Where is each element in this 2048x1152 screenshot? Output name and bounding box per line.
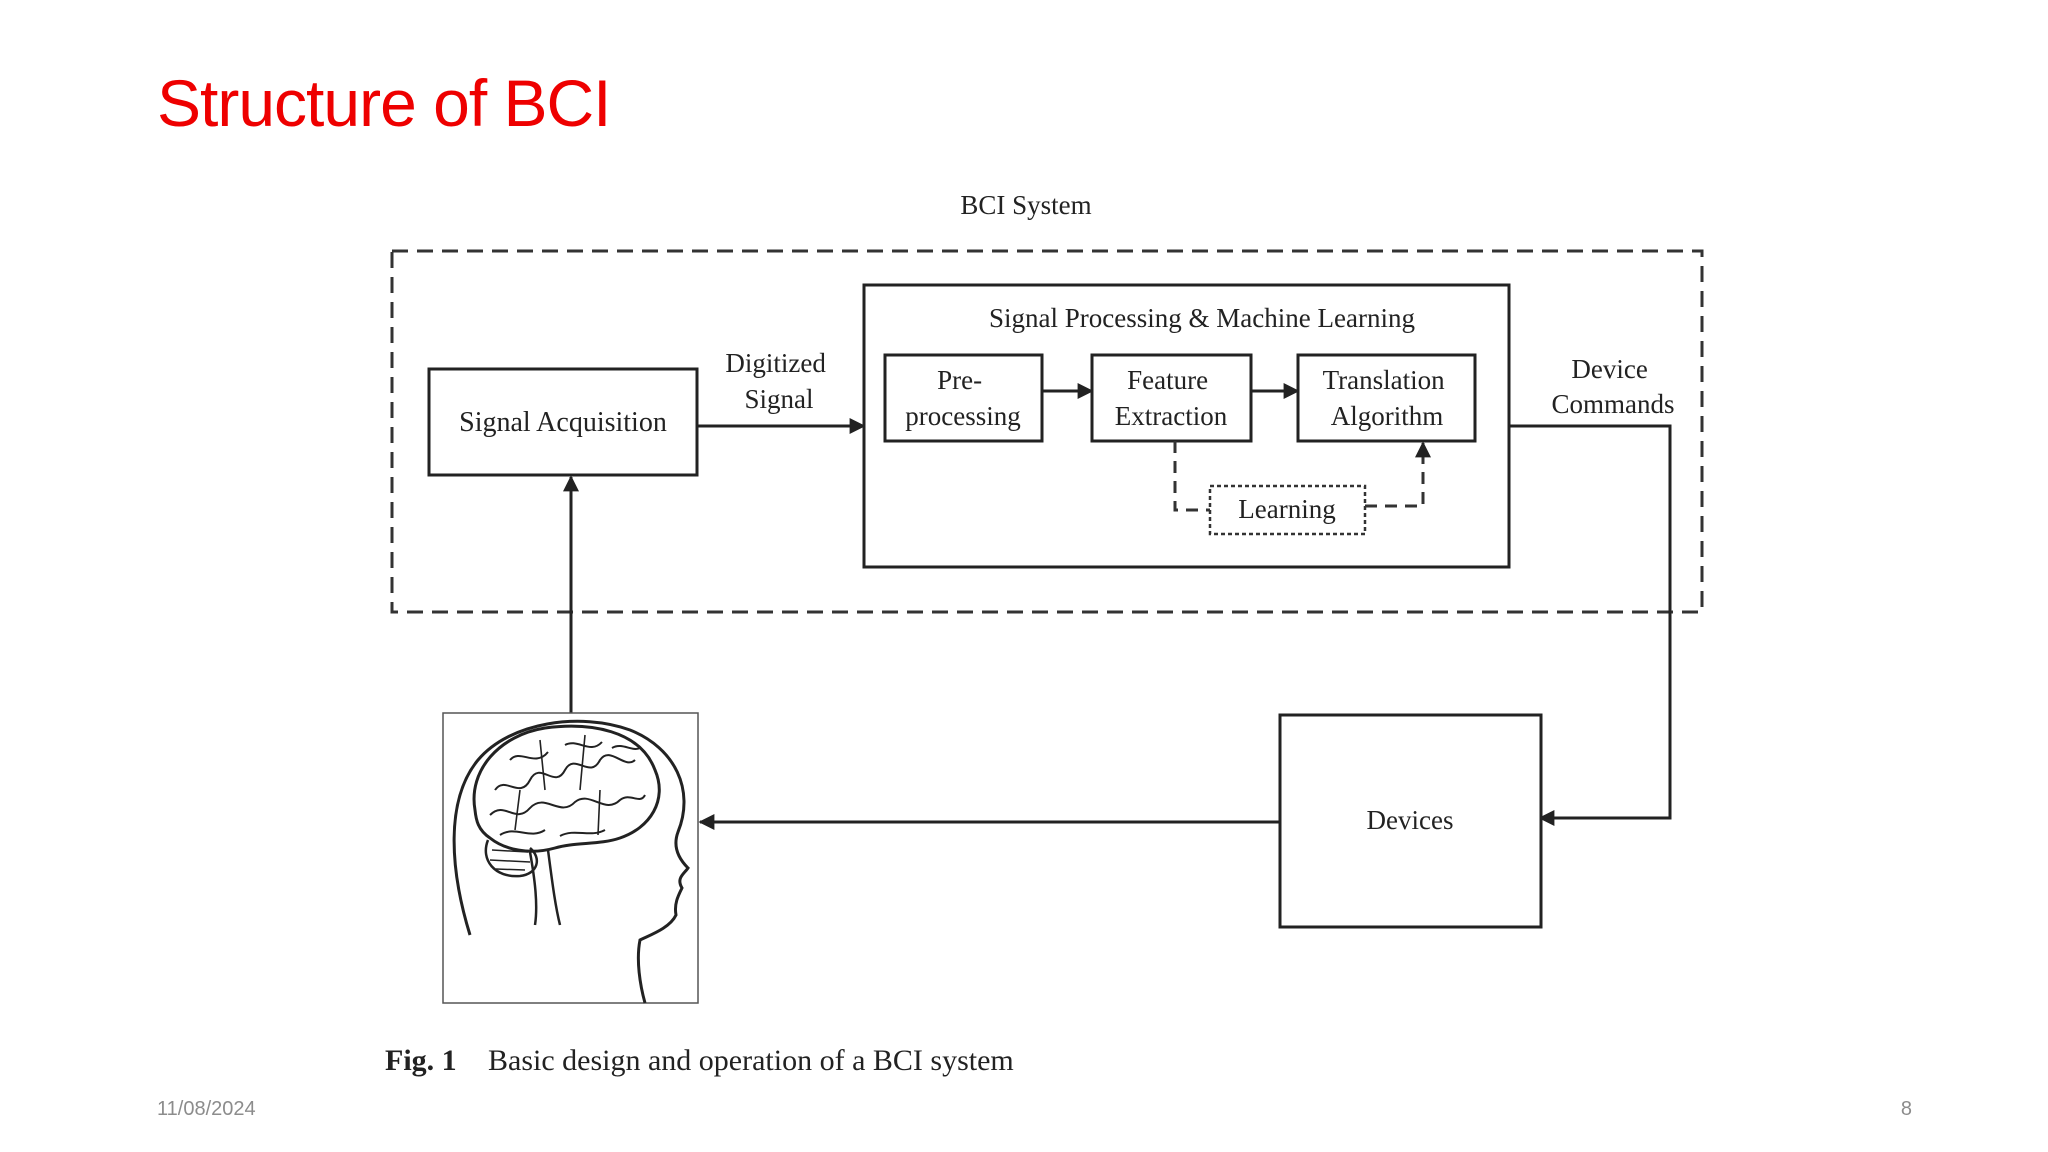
- bci-system-label: BCI System: [960, 190, 1091, 220]
- translation-algorithm-label: Translation Algorithm: [1323, 365, 1452, 431]
- feature-extraction-line-1: Feature: [1127, 365, 1208, 395]
- devices-label: Devices: [1367, 805, 1454, 835]
- translation-algorithm-line-1: Translation: [1323, 365, 1446, 395]
- learning-input-path: [1173, 441, 1210, 512]
- slide-page-number: 8: [1900, 1098, 1912, 1120]
- devices-box: [1278, 713, 1543, 929]
- slide-title: Structure of BCI: [157, 66, 612, 140]
- preprocessing-label: Pre- processing: [905, 365, 1020, 431]
- device-commands-line-1: Device: [1571, 354, 1647, 384]
- figure-caption: Fig. 1 Basic design and operation of a B…: [385, 1044, 1014, 1077]
- digitized-signal-line-1: Digitized: [725, 348, 826, 378]
- brain-head-icon: [442, 712, 699, 1004]
- signal-acquisition-box: [427, 367, 699, 477]
- processing-title: Signal Processing & Machine Learning: [989, 303, 1415, 333]
- translation-algorithm-box: [1296, 353, 1477, 443]
- preprocessing-box: [883, 353, 1044, 443]
- slide-date: 11/08/2024: [157, 1098, 256, 1120]
- feature-extraction-label: Feature Extraction: [1115, 365, 1228, 431]
- translation-algorithm-line-2: Algorithm: [1331, 401, 1444, 431]
- figure-caption-text: Basic design and operation of a BCI syst…: [488, 1044, 1014, 1077]
- device-commands-line-2: Commands: [1551, 389, 1674, 419]
- digitized-signal-label: Digitized Signal: [725, 348, 832, 414]
- signal-acquisition-label: Signal Acquisition: [459, 407, 667, 438]
- feature-extraction-box: [1090, 353, 1253, 443]
- figure-caption-prefix: Fig. 1: [385, 1044, 457, 1077]
- learning-output-path: [1365, 441, 1431, 508]
- device-commands-label: Device Commands: [1551, 354, 1674, 419]
- bci-system-boundary: [390, 249, 1704, 614]
- digitized-signal-line-2: Signal: [744, 384, 813, 414]
- learning-box: [1208, 484, 1367, 536]
- preprocessing-line-1: Pre-: [937, 365, 982, 395]
- preprocessing-line-2: processing: [905, 401, 1020, 431]
- learning-label: Learning: [1238, 494, 1335, 524]
- device-commands-arrow: [1509, 424, 1672, 826]
- feature-extraction-line-2: Extraction: [1115, 401, 1228, 431]
